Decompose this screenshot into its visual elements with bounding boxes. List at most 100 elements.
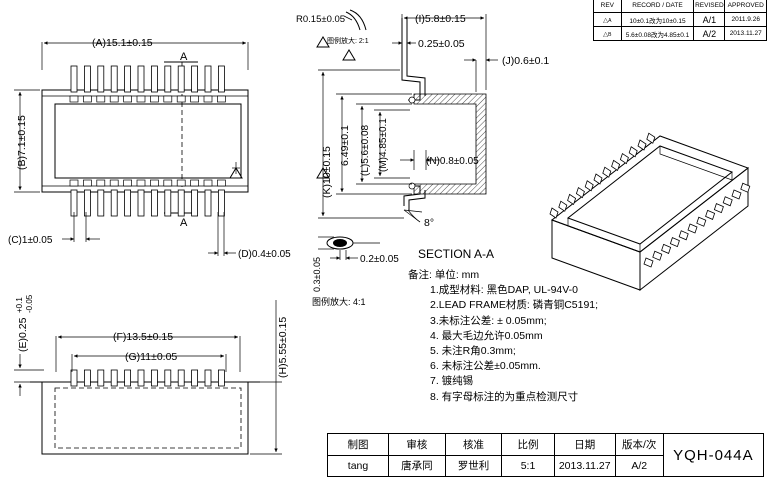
notes-block: 备注: 单位: mm 1.成型材料: 黑色DAP, UL-94V-0 2.LEA…	[408, 268, 708, 405]
tb-value: 2013.11.27	[553, 454, 616, 477]
top-view: (A)15.1±0.15 A A (B)7.1±0.15 (C)1±0.05	[8, 37, 291, 260]
note-item: 7. 镀纯锡	[430, 375, 474, 388]
pin-window	[83, 95, 92, 103]
pin-lead	[110, 189, 118, 217]
side-pin	[177, 369, 185, 387]
iso-pin-back	[549, 207, 559, 219]
note-item: 3.未标注公差: ± 0.05mm;	[430, 314, 547, 327]
side-pin	[97, 369, 105, 387]
pin-window	[136, 95, 146, 103]
tb-header: 审核	[388, 433, 446, 456]
rev-marker: △A	[593, 12, 622, 27]
pin-window	[163, 179, 173, 187]
dim-d-label: (D)0.4±0.05	[238, 249, 291, 260]
rev-record: 10±0.1改为10±0.15	[620, 12, 695, 27]
pin-window	[136, 179, 146, 187]
pin-lead	[164, 189, 172, 217]
dim-l-label: (L)5.6±0.08	[360, 124, 371, 176]
pin-window	[123, 95, 132, 103]
title-block: 制图 审核 核准 比例 日期 版本/次 YQH-044A tang 唐承同 罗世…	[326, 433, 765, 477]
pin-window	[69, 95, 79, 103]
tb-value: 罗世利	[444, 454, 503, 477]
dim-b-label: (B)7.1±0.15	[16, 115, 28, 170]
pin-lead	[191, 189, 199, 217]
pin-lead	[137, 65, 145, 93]
section-a-a: (I)5.8±0.15 0.25±0.05 (J)0.6±0.1 (K)10±0…	[229, 9, 549, 307]
side-pin	[70, 369, 78, 387]
side-pin	[110, 369, 118, 387]
side-pins	[70, 369, 225, 387]
pin-lead	[204, 65, 212, 93]
pin-lead	[177, 65, 185, 93]
dim-e-tol-dn: -0.05	[25, 294, 34, 313]
isometric-view	[549, 132, 751, 292]
pin-window	[150, 95, 159, 103]
pin-window	[69, 179, 79, 187]
pin-window	[176, 95, 186, 103]
tb-header: 版本/次	[614, 433, 664, 456]
rev-approved: 2011.9.26	[724, 12, 767, 27]
pin-lead	[110, 65, 118, 93]
dim-m-label: (M)4.85±0.1	[378, 118, 389, 172]
dim-f-label: (F)13.5±0.15	[113, 331, 173, 343]
pin-window	[96, 179, 106, 187]
dim-small-w-label: 0.2±0.05	[360, 254, 399, 265]
iso-pin-front	[731, 189, 742, 200]
pin-window	[163, 95, 173, 103]
side-pin	[84, 369, 91, 387]
pin-lead	[191, 65, 199, 93]
rev-header: RECORD / DATE	[620, 0, 695, 13]
pin-window	[123, 179, 132, 187]
pin-window	[96, 95, 106, 103]
iso-pin-front	[687, 223, 698, 234]
note-item: 4. 最大毛边允许0.05mm	[430, 329, 543, 342]
isometric-pins	[549, 132, 751, 268]
pin-window	[190, 179, 199, 187]
note-item: 5. 未注R角0.3mm;	[430, 345, 516, 358]
pin-lead	[137, 189, 145, 217]
pin-lead	[217, 65, 225, 93]
side-pin	[191, 369, 199, 387]
pin-lead	[84, 65, 91, 93]
pin-window	[190, 95, 199, 103]
side-pin	[137, 369, 145, 387]
rev-revised: A/1	[693, 12, 726, 27]
side-pin	[204, 369, 212, 387]
dim-649-label: 6.49±0.1	[339, 125, 351, 166]
iso-pin-front	[696, 216, 707, 227]
rev-revised: A/2	[693, 26, 726, 41]
note-item: 2.LEAD FRAME材质: 磷青铜C5191;	[430, 299, 599, 312]
iso-pin-front	[705, 209, 716, 220]
dim-r-label: R0.15±0.05	[296, 14, 345, 25]
iso-pin-back	[558, 200, 568, 212]
pin-window	[203, 95, 213, 103]
dim-angle-label: 8°	[424, 217, 434, 229]
dim-g-label: (G)11±0.05	[125, 351, 177, 363]
pin-lead	[150, 189, 158, 217]
iso-pin-back	[584, 180, 594, 192]
iso-pin-front	[643, 257, 654, 268]
iso-pin-back	[637, 139, 647, 151]
dim-k-label: (K)10±0.15	[321, 146, 333, 198]
dim-i-label: (I)5.8±0.15	[415, 13, 466, 25]
iso-pin-back	[619, 152, 629, 165]
magnify-bottom-label: 图例放大: 4:1	[312, 296, 366, 307]
iso-pin-front	[740, 182, 751, 193]
iso-pin-back	[628, 146, 638, 158]
iso-pin-front	[722, 196, 733, 207]
part-number: YQH-044A	[662, 433, 765, 477]
tb-header: 核准	[444, 433, 503, 456]
pin-window	[109, 95, 119, 103]
top-pins-lower	[69, 179, 226, 217]
dim-e-label: (E)0.25	[17, 317, 29, 352]
iso-pin-back	[602, 166, 612, 178]
tb-value: 唐承同	[388, 454, 446, 477]
notes-heading: 备注: 单位: mm	[408, 269, 480, 281]
note-item: 1.成型材料: 黑色DAP, UL-94V-0	[430, 284, 579, 297]
rev-header: APPROVED	[724, 0, 767, 13]
iso-pin-back	[593, 173, 603, 185]
section-title: SECTION A-A	[418, 247, 494, 261]
dim-small-h-label: 0.3±0.05	[312, 257, 322, 292]
pin-window	[150, 179, 159, 187]
